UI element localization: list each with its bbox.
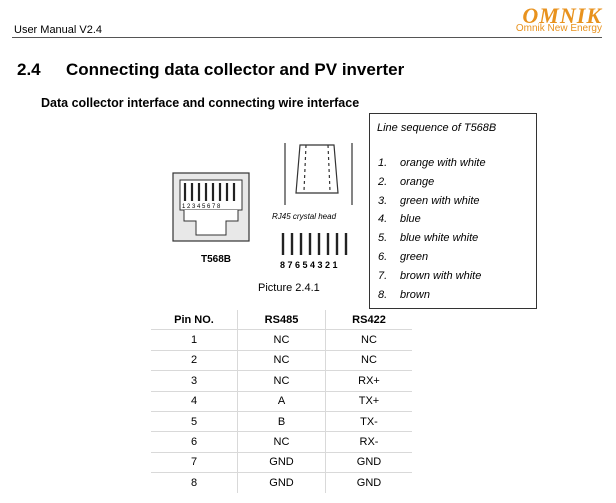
list-item: 3. green with white — [378, 192, 486, 211]
item-label: orange with white — [400, 157, 486, 169]
omnik-logo: OMNIK Omnik New Energy — [482, 0, 602, 36]
cell-rs422: GND — [325, 472, 412, 493]
cell-rs422: RX- — [325, 431, 412, 453]
item-number: 6. — [378, 250, 388, 263]
header-divider — [12, 37, 602, 38]
list-item: 5. blue white white — [378, 229, 486, 248]
item-number: 7. — [378, 269, 388, 282]
item-number: 5. — [378, 232, 388, 245]
cell-pin: 4 — [151, 390, 238, 412]
cell-rs422: GND — [325, 451, 412, 473]
cell-pin: 1 — [151, 329, 238, 351]
line-sequence-list: 1. orange with white 2. orange 3. green wit… — [378, 154, 486, 304]
subsection-title: Data collector interface and connecting … — [41, 96, 360, 110]
rj45-plug-contacts-drawing — [281, 233, 348, 255]
cell-rs485: NC — [237, 431, 326, 453]
cell-rs485: A — [237, 390, 326, 412]
section-title: Connecting data collector and PV inverte… — [66, 60, 405, 79]
rj45-label: RJ45 crystal head — [272, 212, 337, 221]
plug-pin-digits: 8 7 6 5 4 3 2 1 — [280, 260, 338, 270]
list-item: 8. brown — [378, 286, 486, 305]
line-sequence-title: Line sequence of T568B — [377, 122, 497, 134]
item-number: 1. — [378, 157, 388, 169]
list-item: 4. blue — [378, 210, 486, 229]
rj45-plug-side-drawing — [284, 143, 353, 205]
rj45-jack-drawing — [172, 172, 250, 242]
item-label: green — [400, 250, 429, 263]
item-number: 4. — [378, 213, 388, 226]
line-sequence-box: Line sequence of T568B 1. orange with whi… — [369, 113, 537, 309]
item-label: brown — [400, 288, 430, 301]
cell-rs485: NC — [237, 370, 326, 392]
cell-rs485: NC — [237, 349, 326, 371]
cell-pin: 2 — [151, 349, 238, 371]
item-number: 8. — [378, 288, 388, 301]
cell-rs422: NC — [325, 349, 412, 371]
cell-pin: 3 — [151, 370, 238, 392]
table-header-row: Pin NO. RS485 RS422 — [151, 310, 412, 331]
item-number: 3. — [378, 194, 388, 207]
cell-rs485: B — [237, 410, 326, 432]
item-label: brown with white — [400, 269, 482, 282]
header-pin-no: Pin NO. — [151, 310, 238, 331]
manual-version: User Manual V2.4 — [14, 24, 103, 36]
header-rs422: RS422 — [325, 310, 412, 331]
logo-tagline: Omnik New Energy — [515, 23, 602, 34]
item-label: green with white — [400, 194, 480, 207]
cell-rs485: GND — [237, 451, 326, 473]
cell-rs485: NC — [237, 329, 326, 351]
cell-pin: 7 — [151, 451, 238, 473]
cell-rs422: TX- — [325, 410, 412, 432]
cell-pin: 6 — [151, 431, 238, 453]
cell-rs422: RX+ — [325, 370, 412, 392]
item-label: orange — [400, 175, 435, 188]
cell-rs485: GND — [237, 472, 326, 493]
list-item: 7. brown with white — [378, 267, 486, 286]
item-label: blue white white — [400, 232, 479, 245]
item-number: 2. — [378, 175, 388, 188]
jack-pin-digits: 1 2 3 4 5 6 7 8 — [182, 204, 221, 210]
jack-label: T568B — [201, 254, 232, 265]
header-rs485: RS485 — [237, 310, 326, 331]
cell-pin: 5 — [151, 410, 238, 432]
list-item: 2. orange — [378, 173, 486, 192]
rj45-figure: 1 2 3 4 5 6 7 8 8 7 6 5 4 3 2 1 — [172, 143, 353, 270]
cell-rs422: TX+ — [325, 390, 412, 412]
list-item: 6. green — [378, 248, 486, 267]
section-number: 2.4 — [17, 60, 41, 79]
figure-caption: Picture 2.4.1 — [258, 282, 320, 294]
cell-pin: 8 — [151, 472, 238, 493]
item-label: blue — [400, 213, 421, 226]
cell-rs422: NC — [325, 329, 412, 351]
list-item: 1. orange with white — [378, 154, 486, 173]
logo-wordmark: OMNIK — [522, 3, 602, 28]
